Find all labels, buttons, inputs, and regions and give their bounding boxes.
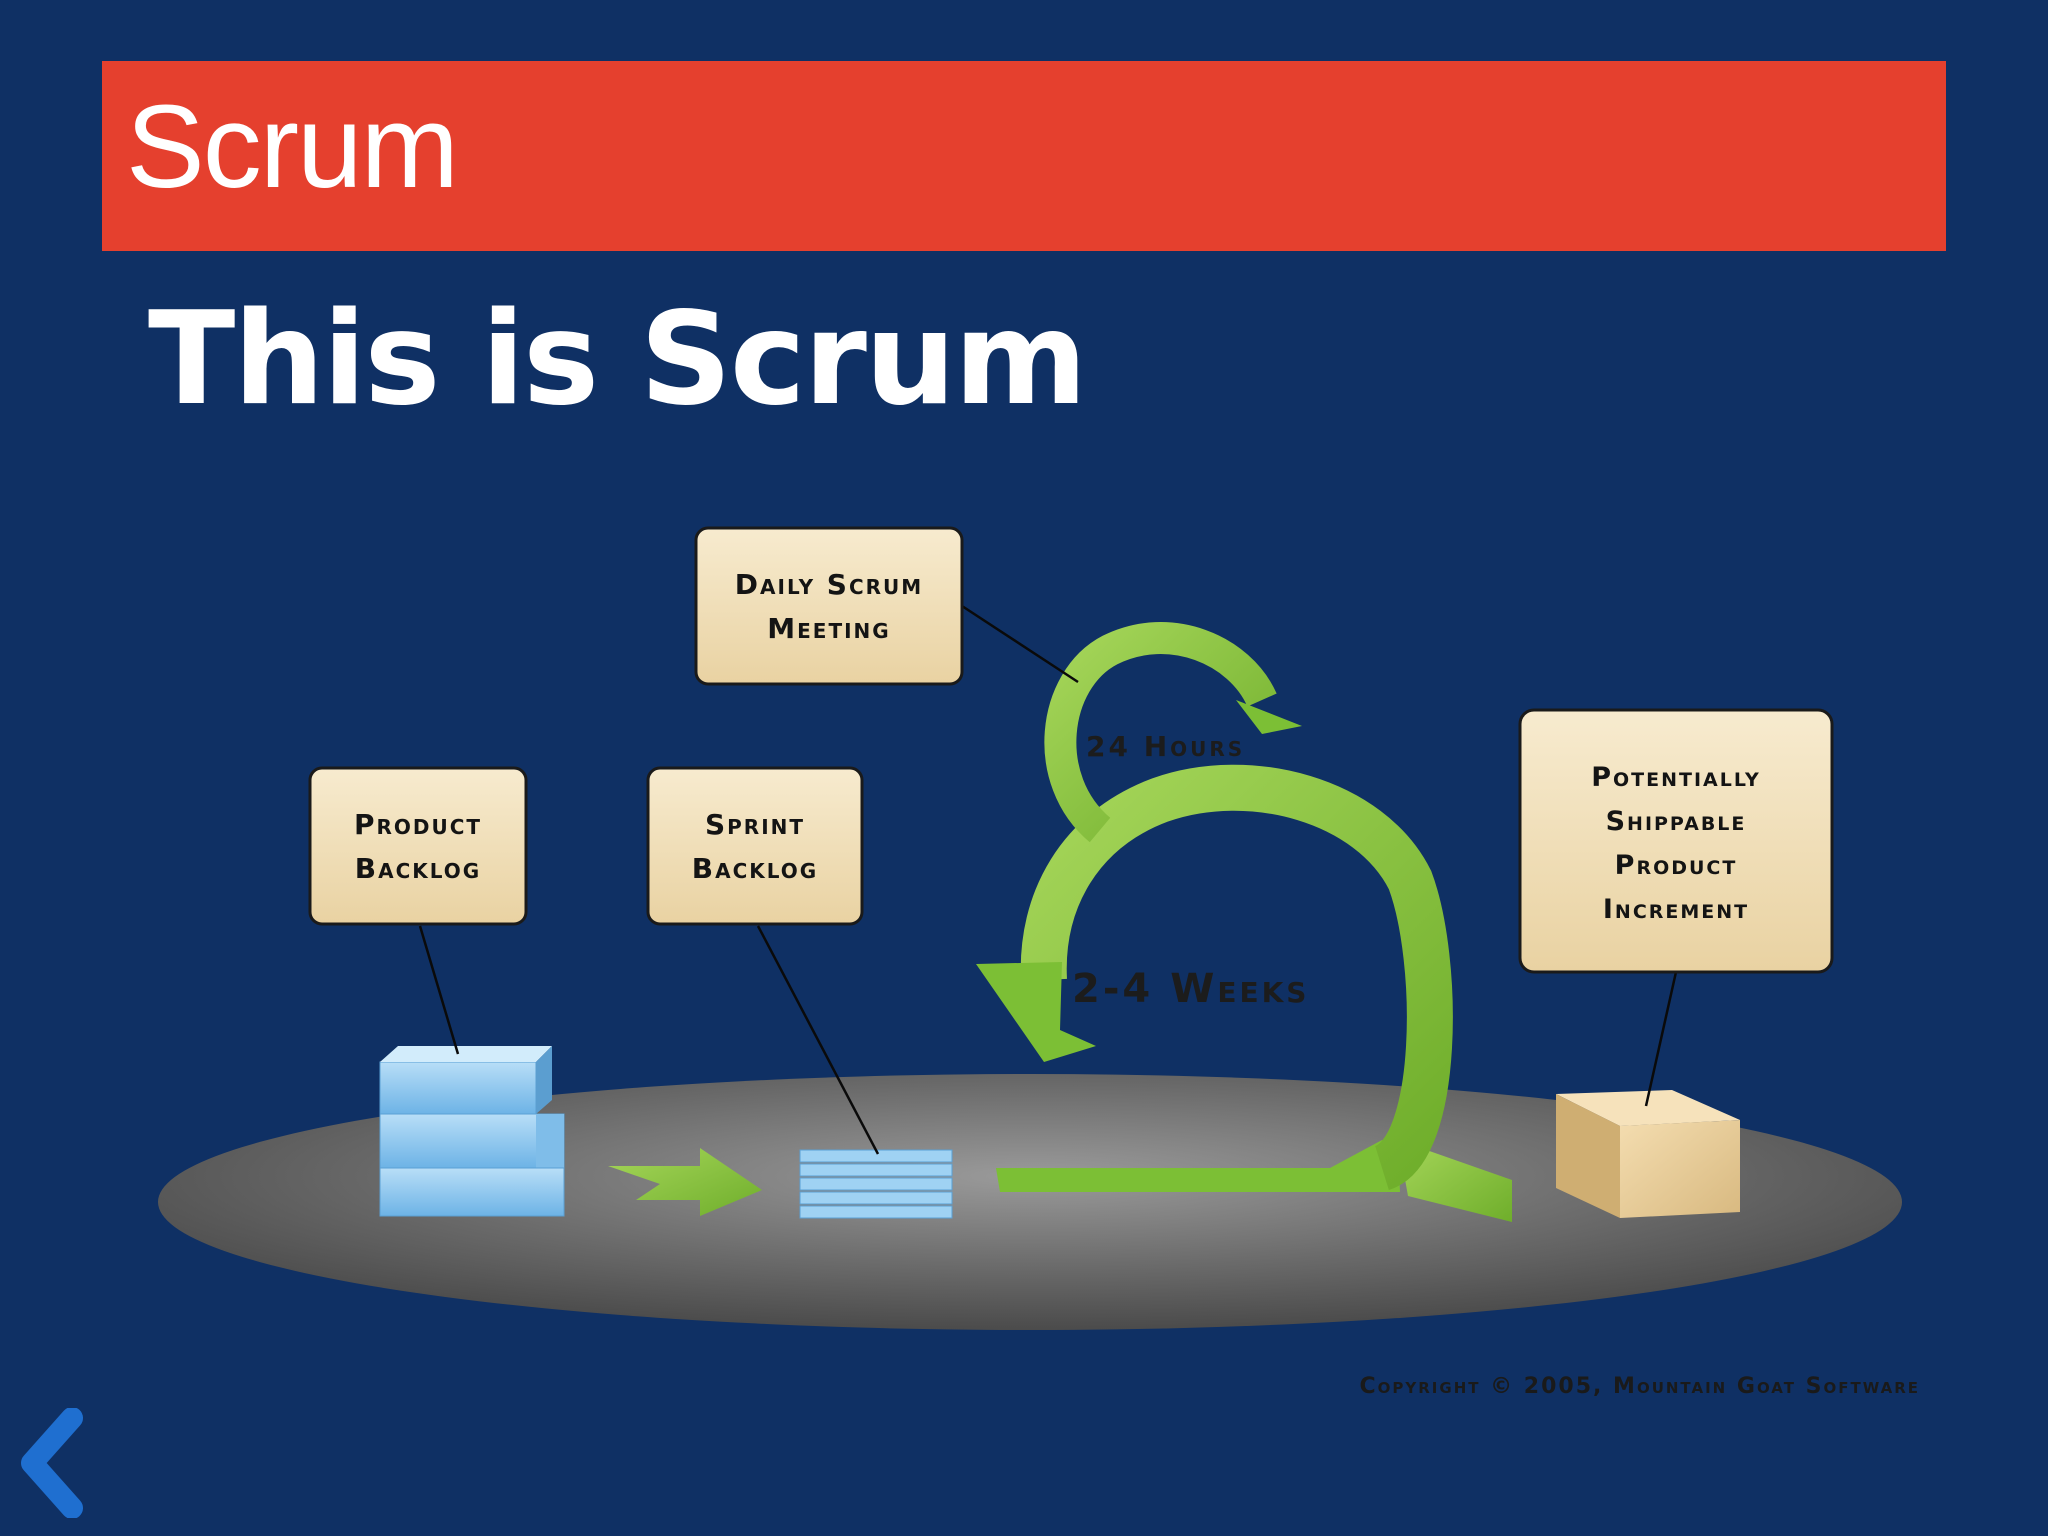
back-button[interactable] [10,1407,90,1519]
flow-arrow-small [608,1148,762,1216]
svg-text:Shippable: Shippable [1606,806,1747,837]
svg-text:Meeting: Meeting [767,612,890,645]
connector-daily-scrum [961,604,1079,684]
hours-label: 24 Hours [1086,730,1245,763]
svg-text:Backlog: Backlog [692,852,818,885]
weeks-label: 2-4 Weeks [1072,966,1309,1012]
svg-text:Product: Product [354,808,482,841]
daily-cycle-arrow [1044,622,1302,843]
connector-increment [1644,971,1678,1107]
platform [158,1074,1902,1330]
daily-scrum-box: Daily Scrum Meeting [694,526,964,686]
svg-text:Potentially: Potentially [1591,762,1761,793]
chevron-left-icon [21,1407,83,1519]
increment-box: Potentially Shippable Product Increment [1518,708,1834,974]
shippable-box [1556,1090,1740,1218]
svg-text:Sprint: Sprint [705,808,805,841]
slide-title: This is Scrum [148,285,1087,434]
connector-product-backlog [418,925,460,1055]
sprint-backlog-box: Sprint Backlog [646,766,864,926]
svg-text:Backlog: Backlog [355,852,481,885]
header-bar [102,61,1946,251]
sprint-backlog-stack [799,1149,953,1219]
section-title: Scrum [126,81,459,213]
svg-text:Daily Scrum: Daily Scrum [735,568,923,601]
product-backlog-box: Product Backlog [308,766,528,926]
svg-text:Increment: Increment [1603,894,1749,925]
copyright-notice: Copyright © 2005, Mountain Goat Software [1359,1374,1920,1399]
product-backlog-stack [379,1046,565,1217]
sprint-cycle-arrow [976,764,1512,1222]
svg-text:Product: Product [1615,850,1738,881]
connector-sprint-backlog [756,925,880,1155]
